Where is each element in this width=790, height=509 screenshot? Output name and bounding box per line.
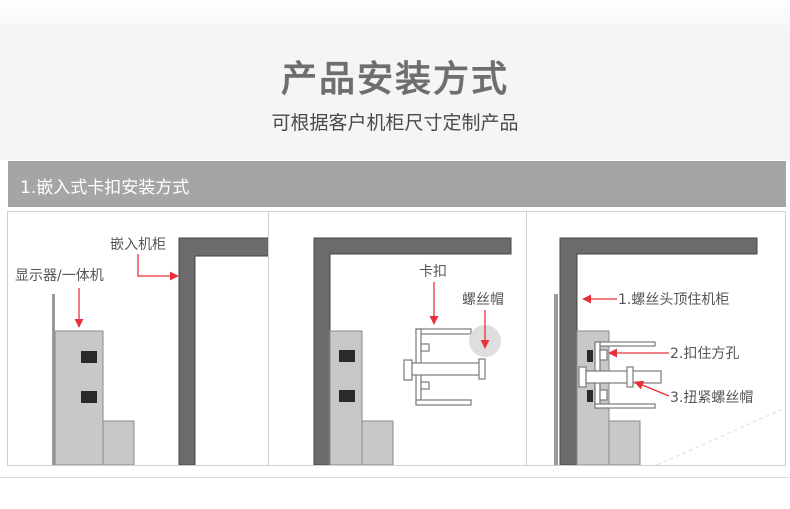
device-slot-upper	[339, 350, 355, 362]
guide-dashed-line	[656, 407, 785, 465]
arrow-step3	[634, 380, 670, 397]
label-step3: 3.扭紧螺丝帽	[670, 390, 753, 406]
bottom-area	[0, 478, 790, 509]
screw-part	[578, 366, 662, 388]
label-step1: 1.螺丝头顶住机柜	[618, 292, 729, 308]
cabinet-frame	[559, 237, 758, 465]
device-base	[361, 420, 394, 465]
device-slot-upper	[81, 351, 97, 363]
diagram-panel-embedded-cabinet: 嵌入机柜 显示器/一体机	[7, 211, 269, 466]
device-slot-lower	[587, 390, 593, 402]
page-subtitle: 可根据客户机柜尺寸定制产品	[271, 112, 519, 134]
cabinet-frame	[313, 237, 512, 465]
label-display-device: 显示器/一体机	[15, 268, 104, 284]
device-bracket	[52, 294, 55, 465]
cabinet-frame	[178, 237, 268, 465]
diagram-panel-clip-parts: 卡扣 螺丝帽	[268, 211, 527, 466]
section-header: 1.嵌入式卡扣安装方式	[8, 161, 786, 207]
label-step2: 2.扣住方孔	[670, 346, 739, 362]
device-slot-lower	[81, 391, 97, 403]
page-title: 产品安装方式	[280, 59, 509, 100]
diagram-installed: 1.螺丝头顶住机柜 2.扣住方孔 3.扭紧螺丝帽	[554, 237, 785, 465]
diagram-embedded-cabinet: 嵌入机柜 显示器/一体机	[15, 237, 268, 465]
device-bracket	[554, 294, 558, 465]
diagram-clip-parts: 卡扣 螺丝帽	[313, 237, 512, 465]
device-slot-upper	[587, 350, 593, 362]
bottom-divider	[0, 477, 790, 478]
device-base	[102, 420, 135, 465]
label-screw-nut: 螺丝帽	[462, 292, 504, 308]
diagram-panel-installed: 1.螺丝头顶住机柜 2.扣住方孔 3.扭紧螺丝帽	[526, 211, 786, 466]
header-band	[0, 0, 790, 160]
label-embedded-cabinet: 嵌入机柜	[110, 237, 166, 253]
device-slot-lower	[339, 390, 355, 402]
device-base	[608, 420, 641, 465]
screw-part	[403, 358, 486, 381]
section-title: 1.嵌入式卡扣安装方式	[20, 178, 190, 198]
label-clip: 卡扣	[419, 264, 447, 280]
arrow-to-cabinet	[137, 254, 179, 281]
